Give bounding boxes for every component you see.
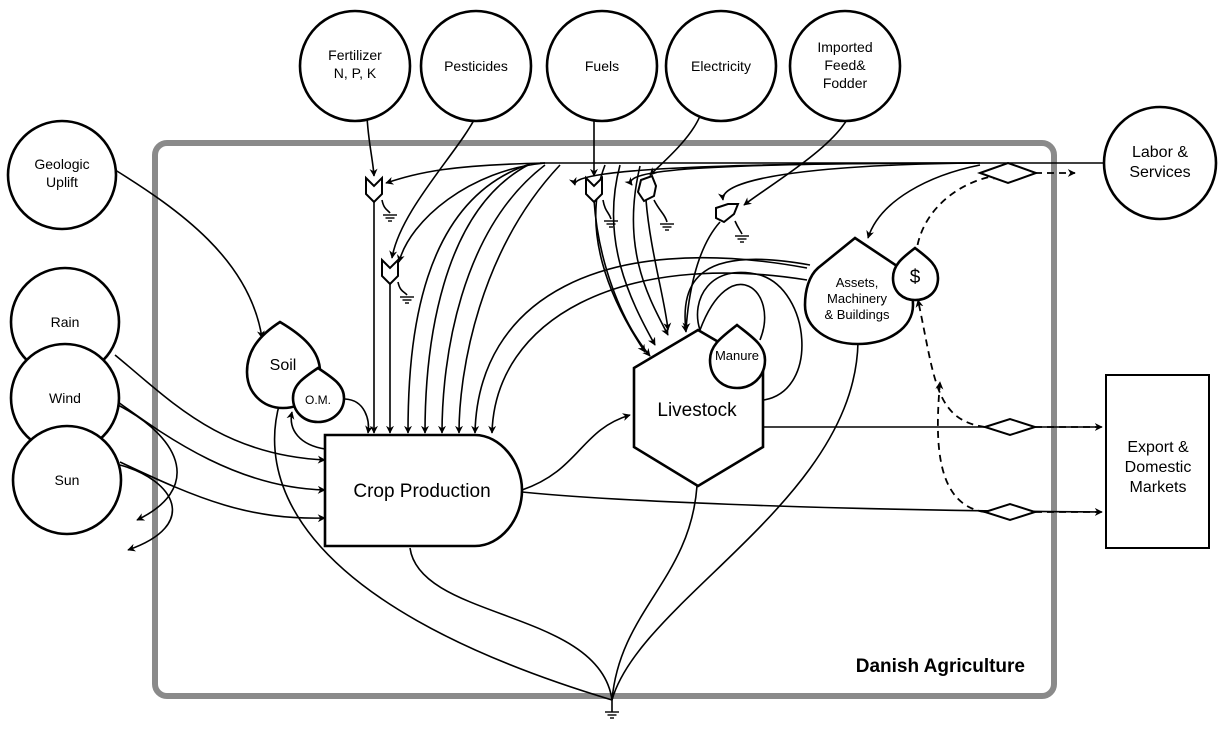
source-imported-feed: Imported Feed& Fodder <box>788 9 902 123</box>
flow-om-to-crop <box>344 398 374 434</box>
source-sun: Sun <box>11 424 123 536</box>
svg-text:N, P, K: N, P, K <box>334 65 377 81</box>
svg-text:Fertilizer: Fertilizer <box>328 47 382 63</box>
flow-feed <box>743 117 849 206</box>
flow-pesticides <box>389 115 477 259</box>
flow-labor-crop-4 <box>455 164 561 434</box>
svg-text:Crop Production: Crop Production <box>353 481 490 502</box>
flow-labor-crop-3 <box>438 164 546 434</box>
flow-assets-to-sink <box>611 341 859 701</box>
svg-text:Manure: Manure <box>715 348 759 363</box>
svg-text:Wind: Wind <box>49 390 81 406</box>
flow-feed-to-livestock <box>682 221 721 331</box>
svg-text:Geologic: Geologic <box>34 156 89 172</box>
flow-crop-to-sink <box>409 547 613 701</box>
flow-labor-crop-1 <box>404 163 531 434</box>
energy-flows <box>111 115 1104 712</box>
flow-labor-to-pest <box>396 162 546 263</box>
storage-money: $ <box>891 246 940 302</box>
producer-crop-production: Crop Production <box>323 433 524 548</box>
flow-labor-to-feed <box>718 162 976 201</box>
storage-assets: Assets, Machinery & Buildings <box>803 236 915 346</box>
svg-text:O.M.: O.M. <box>305 393 331 407</box>
flow-electricity <box>649 115 701 176</box>
flow-uplift-to-soil <box>111 167 265 339</box>
source-pesticides: Pesticides <box>419 9 533 123</box>
ground-sink-feed <box>734 235 750 243</box>
flow-assets-to-crop <box>471 256 808 434</box>
flow-electricity-to-livestock <box>645 199 672 331</box>
svg-text:Feed&: Feed& <box>824 57 866 73</box>
svg-text:Electricity: Electricity <box>691 58 751 74</box>
flow-fertilizer <box>366 115 378 177</box>
money-market-to-assets <box>915 299 986 428</box>
ground-sink-main <box>604 711 620 719</box>
interaction-feed <box>715 203 740 224</box>
svg-text:Sun: Sun <box>55 472 80 488</box>
svg-text:Livestock: Livestock <box>657 400 737 421</box>
svg-text:Uplift: Uplift <box>46 174 78 190</box>
ground-sink-pest <box>399 296 415 304</box>
transaction-labor <box>977 161 1039 185</box>
ground-sink-fert <box>382 214 398 222</box>
svg-text:Pesticides: Pesticides <box>444 58 508 74</box>
flow-heat-loss-1 <box>117 404 178 521</box>
svg-text:Services: Services <box>1129 164 1190 181</box>
svg-text:Imported: Imported <box>817 39 872 55</box>
svg-text:Markets: Markets <box>1130 479 1187 496</box>
transaction-livestock <box>981 417 1039 437</box>
source-wind: Wind <box>9 342 121 454</box>
source-labor-services: Labor & Services <box>1102 105 1218 221</box>
sink-markets: Export & Domestic Markets <box>1105 374 1210 549</box>
system-boundary <box>152 140 1057 699</box>
svg-text:Machinery: Machinery <box>827 291 887 306</box>
source-fuels: Fuels <box>545 9 659 123</box>
money-labor-to-assets <box>915 171 1001 256</box>
svg-text:Rain: Rain <box>51 314 80 330</box>
flow-labor-livestock-2 <box>612 164 656 346</box>
svg-text:& Buildings: & Buildings <box>824 307 890 322</box>
flow-labor-to-fert <box>385 162 546 185</box>
flow-soil-to-sink <box>273 401 613 701</box>
flow-manure-loop-1 <box>699 283 766 341</box>
storage-manure: Manure <box>708 323 767 390</box>
storage-organic-matter: O.M. <box>291 366 346 424</box>
svg-text:$: $ <box>910 267 921 288</box>
flow-labor-crop-2 <box>421 163 531 434</box>
interaction-electricity <box>636 174 658 203</box>
money-market-to-assets-2 <box>935 381 986 513</box>
flow-heat-loss-2 <box>119 464 174 552</box>
source-geologic-uplift: Geologic Uplift <box>6 119 118 231</box>
interaction-fertilizer <box>365 175 383 204</box>
flow-assets-to-livestock <box>681 258 811 333</box>
flow-crop-to-livestock <box>521 413 631 491</box>
svg-text:Assets,: Assets, <box>836 275 879 290</box>
transaction-crop <box>981 502 1039 522</box>
flow-labor-to-elec <box>624 162 981 186</box>
svg-text:Soil: Soil <box>270 357 297 374</box>
flow-livestock-to-sink <box>611 485 698 701</box>
flow-rain-to-crop <box>114 354 326 464</box>
interaction-pesticides <box>381 257 399 286</box>
source-fertilizer: Fertilizer N, P, K <box>298 9 412 123</box>
interaction-fuels <box>585 175 603 204</box>
flow-labor-to-assets <box>866 164 981 239</box>
svg-text:Fuels: Fuels <box>585 58 619 74</box>
svg-text:Export &: Export & <box>1127 439 1189 456</box>
svg-text:Labor &: Labor & <box>1132 144 1188 161</box>
flow-labor-livestock-3 <box>632 165 669 336</box>
ground-sink-fuel <box>603 220 619 228</box>
svg-text:Fodder: Fodder <box>823 75 868 91</box>
svg-text:Domestic: Domestic <box>1125 459 1192 476</box>
ground-sink-elec <box>659 223 675 231</box>
flow-manure-loop-2 <box>696 271 803 401</box>
flow-crop-to-om <box>286 411 326 450</box>
system-label: Danish Agriculture <box>856 656 1025 677</box>
source-electricity: Electricity <box>664 9 778 123</box>
